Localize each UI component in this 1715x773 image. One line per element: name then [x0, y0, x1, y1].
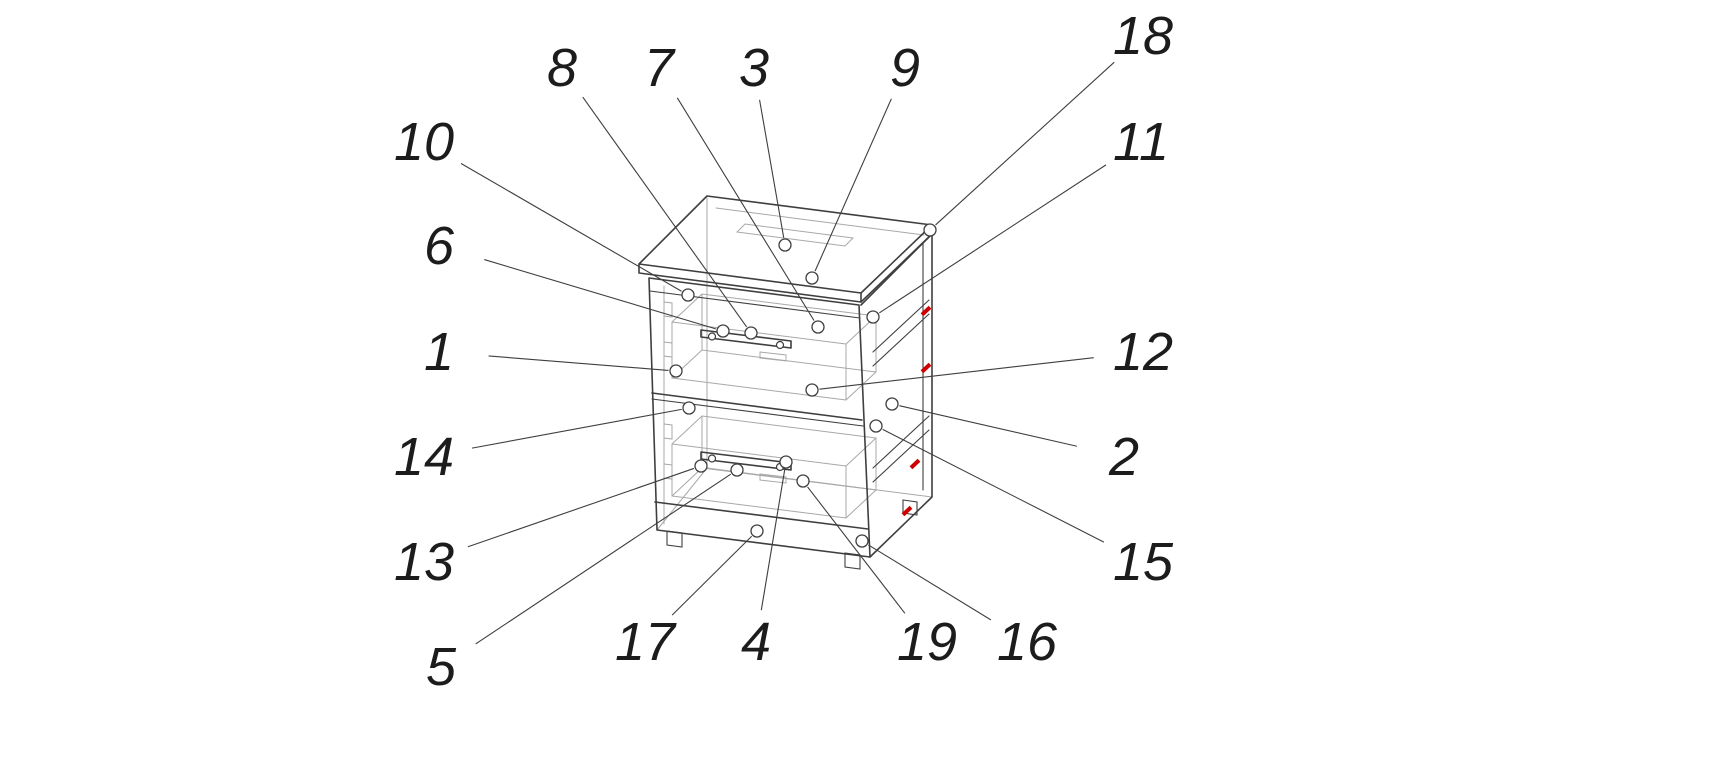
callout-leader-3 — [759, 99, 785, 238]
interior-hidden-lines — [656, 197, 933, 531]
callout-marker-16 — [855, 534, 869, 548]
callout-leader-10 — [460, 163, 682, 292]
top-panel-right-edge — [860, 224, 933, 303]
callout-leader-16 — [868, 544, 992, 621]
fastener-mark — [920, 305, 932, 317]
top-panel-front-edge — [638, 263, 862, 303]
handle-bar-bottom — [700, 451, 792, 471]
callout-label-7: 7 — [644, 38, 676, 98]
callout-marker-19 — [796, 474, 810, 488]
callout-label-12: 12 — [1113, 322, 1173, 382]
callout-label-9: 9 — [890, 38, 920, 98]
top-drawer-handle — [700, 329, 792, 350]
callout-marker-10 — [681, 288, 695, 302]
callout-marker-15 — [869, 419, 883, 433]
drawer-divider-lower — [651, 398, 864, 427]
handle-mount-dot — [775, 340, 785, 350]
cabinet-feet — [666, 499, 918, 570]
foot-front-left — [666, 530, 683, 548]
callout-marker-7 — [811, 320, 825, 334]
handle-mount-dot — [707, 332, 717, 341]
foot-front-right — [844, 552, 861, 570]
cabinet-wireframe — [638, 195, 933, 570]
top-rail — [735, 223, 855, 247]
callout-label-17: 17 — [615, 612, 677, 672]
callout-label-3: 3 — [739, 38, 769, 98]
callout-label-15: 15 — [1113, 532, 1174, 592]
callout-marker-13 — [694, 459, 708, 473]
callout-label-1: 1 — [424, 322, 454, 382]
callout-leader-7 — [676, 97, 815, 321]
callout-label-4: 4 — [741, 612, 771, 672]
callout-marker-9 — [805, 271, 819, 285]
callout-marker-17 — [750, 524, 764, 538]
callout-leader-18 — [935, 61, 1115, 226]
callout-marker-8 — [744, 326, 758, 340]
callout-leader-4 — [760, 469, 786, 611]
fastener-mark — [901, 505, 913, 517]
callout-leader-15 — [882, 428, 1105, 543]
callout-label-19: 19 — [897, 612, 957, 672]
handle-mount-dot — [707, 454, 717, 463]
callout-leader-8 — [582, 96, 748, 328]
cabinet-side-panel — [860, 233, 933, 558]
callout-label-13: 13 — [394, 532, 454, 592]
drawer-divider-upper — [651, 392, 863, 421]
callout-label-11: 11 — [1113, 112, 1169, 172]
handle-bar-top — [700, 329, 792, 349]
callout-label-14: 14 — [394, 427, 454, 487]
callout-leader-11 — [878, 164, 1107, 314]
floor-edge — [656, 467, 708, 531]
callout-marker-3 — [778, 238, 792, 252]
callout-marker-11 — [866, 310, 880, 324]
callout-label-5: 5 — [426, 637, 457, 697]
callout-marker-14 — [682, 401, 696, 415]
upper-drawer-box — [671, 293, 877, 401]
drawer-slide-rails — [872, 299, 930, 483]
callout-leader-19 — [807, 486, 906, 614]
callout-marker-2 — [885, 397, 899, 411]
callout-label-8: 8 — [547, 38, 577, 98]
top-inner-edge — [715, 207, 925, 236]
callout-label-2: 2 — [1108, 427, 1139, 487]
callout-marker-5 — [730, 463, 744, 477]
foot-back-right — [902, 499, 918, 516]
callout-label-16: 16 — [997, 612, 1058, 672]
callout-leader-17 — [671, 535, 753, 616]
callout-leader-14 — [471, 408, 682, 449]
callout-marker-12 — [805, 383, 819, 397]
callout-marker-4 — [779, 455, 793, 469]
callout-leader-13 — [467, 467, 695, 548]
callout-marker-6 — [716, 324, 730, 338]
callout-leader-1 — [488, 355, 669, 371]
callout-leader-2 — [899, 405, 1078, 447]
callout-leader-6 — [484, 259, 716, 330]
fastener-mark — [909, 458, 921, 470]
callout-marker-1 — [669, 364, 683, 378]
callout-label-6: 6 — [424, 216, 455, 276]
callout-leader-9 — [814, 98, 892, 272]
callout-label-18: 18 — [1113, 6, 1173, 66]
plinth-top-line — [654, 501, 869, 530]
callout-label-10: 10 — [394, 112, 454, 172]
fastener-mark — [920, 362, 932, 374]
callout-marker-18 — [923, 223, 937, 237]
bottom-drawer-handle — [700, 451, 792, 472]
callout-layer: 8 7 3 9 18 10 11 6 1 12 14 2 13 15 5 17 4 19 16 — [394, 6, 1174, 697]
callout-leader-5 — [475, 473, 732, 645]
fitting-marks — [663, 301, 787, 484]
callout-leader-12 — [819, 357, 1094, 390]
